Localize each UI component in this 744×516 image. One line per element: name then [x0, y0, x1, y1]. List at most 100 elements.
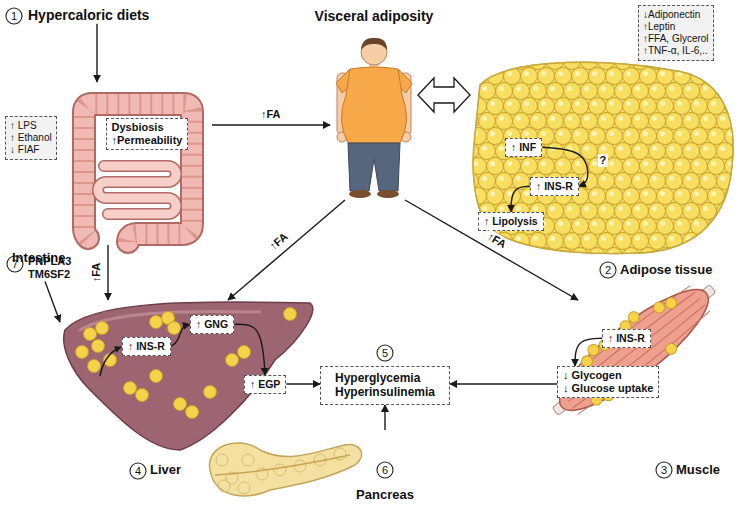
hair [361, 38, 387, 50]
fat-cell [700, 143, 717, 160]
shirt [341, 67, 406, 143]
lobule [218, 480, 230, 492]
fat-cell [572, 218, 589, 235]
input-label: Hypercaloric diets [28, 7, 149, 24]
fat-cell-highlight [609, 101, 614, 106]
fat-cell [734, 113, 744, 130]
fat-cell [615, 233, 632, 250]
fat-droplet [92, 340, 105, 353]
fat-cell-highlight [533, 206, 538, 211]
muscle-body [536, 264, 730, 434]
factor-list-box: ↑ LPS↑ Ethanol↓ FIAF [5, 116, 57, 160]
fat-cell [691, 98, 708, 115]
fat-cell [623, 158, 640, 175]
fat-cell [479, 113, 496, 130]
fat-cell [589, 248, 606, 265]
fat-cell [657, 98, 674, 115]
fat-cell-highlight [592, 191, 597, 196]
fat-cell [555, 158, 572, 175]
callout-number: 4 [130, 464, 146, 478]
edge-label: ↑FA [266, 229, 292, 254]
fat-cell-highlight [660, 101, 665, 106]
fat-cell [521, 98, 538, 115]
fat-cell [700, 233, 717, 250]
effect-box: ↓ Glycogen↓ Glucose uptake [557, 366, 659, 398]
fat-cell-highlight [592, 101, 597, 106]
small-intestine-outline [98, 166, 176, 214]
fat-cell-highlight [533, 56, 538, 61]
fat-cell-highlight [609, 161, 614, 166]
fat-cell-highlight [686, 146, 691, 151]
node-text: ↑ Lipolysis [484, 215, 538, 228]
fat-cell-highlight [728, 251, 733, 256]
fat-cell-highlight [660, 251, 665, 256]
fat-cell [504, 98, 521, 115]
fat-cell [683, 83, 700, 100]
fat-cell [666, 143, 683, 160]
fat-cell-highlight [720, 116, 725, 121]
organ-label: Pancreas [356, 487, 414, 503]
fat-cell [708, 188, 725, 205]
effect-box: ↑ EGP [244, 375, 286, 394]
fat-cell [649, 173, 666, 190]
fat-cell-highlight [541, 71, 546, 76]
callout-circle [656, 462, 672, 478]
fat-droplet [226, 354, 239, 367]
fat-cell-highlight [669, 56, 674, 61]
fat-cell-highlight [609, 71, 614, 76]
callout-number: 3 [656, 463, 672, 477]
fat-cell [572, 158, 589, 175]
fat-cell-highlight [465, 56, 470, 61]
fat-cell-highlight [558, 71, 563, 76]
fat-cell [742, 128, 744, 145]
fat-cell [521, 68, 538, 85]
fat-cell [674, 218, 691, 235]
connector [384, 405, 385, 430]
fat-cell-highlight [737, 206, 742, 211]
fat-cell-highlight [592, 131, 597, 136]
fat-cell-highlight [728, 221, 733, 226]
fat-cell [555, 128, 572, 145]
fat-cell-highlight [626, 191, 631, 196]
fat-cell-highlight [601, 86, 606, 91]
fat-cell-highlight [533, 86, 538, 91]
fat-cell-highlight [575, 71, 580, 76]
fat-cell [691, 158, 708, 175]
fat-cell [632, 203, 649, 220]
trousers [348, 143, 400, 191]
callout-circle [6, 8, 22, 24]
fat-cell-highlight [635, 116, 640, 121]
fat-cell-highlight [618, 236, 623, 241]
fat-cell-highlight [711, 161, 716, 166]
fat-cell-highlight [711, 191, 716, 196]
fat-cell-highlight [490, 161, 495, 166]
fat-cell [649, 203, 666, 220]
fat-cell [674, 98, 691, 115]
fat-cell [470, 128, 487, 145]
fat-cell [479, 53, 496, 70]
fat-cell-highlight [482, 116, 487, 121]
fat-cell-highlight [541, 101, 546, 106]
fat-cell-highlight [592, 71, 597, 76]
fat-droplet [76, 346, 89, 359]
fat-cell-highlight [490, 131, 495, 136]
fat-cell-highlight [703, 206, 708, 211]
fat-cell [462, 143, 479, 160]
fat-cell-highlight [482, 176, 487, 181]
fat-cell-highlight [635, 56, 640, 61]
fat-cell [606, 218, 623, 235]
fat-cell-highlight [703, 116, 708, 121]
fat-cell [547, 83, 564, 100]
fat-cell [564, 83, 581, 100]
fat-cell-highlight [575, 101, 580, 106]
effect-box: ↑ INS-R [530, 177, 579, 196]
fat-cell-highlight [567, 236, 572, 241]
fat-cell-highlight [643, 71, 648, 76]
node-text: ↑TNF-α, IL-6,.. [643, 45, 709, 57]
fat-cell-highlight [550, 146, 555, 151]
fat-cell-highlight [541, 251, 546, 256]
fat-cell [487, 98, 504, 115]
fat-cell-highlight [609, 191, 614, 196]
